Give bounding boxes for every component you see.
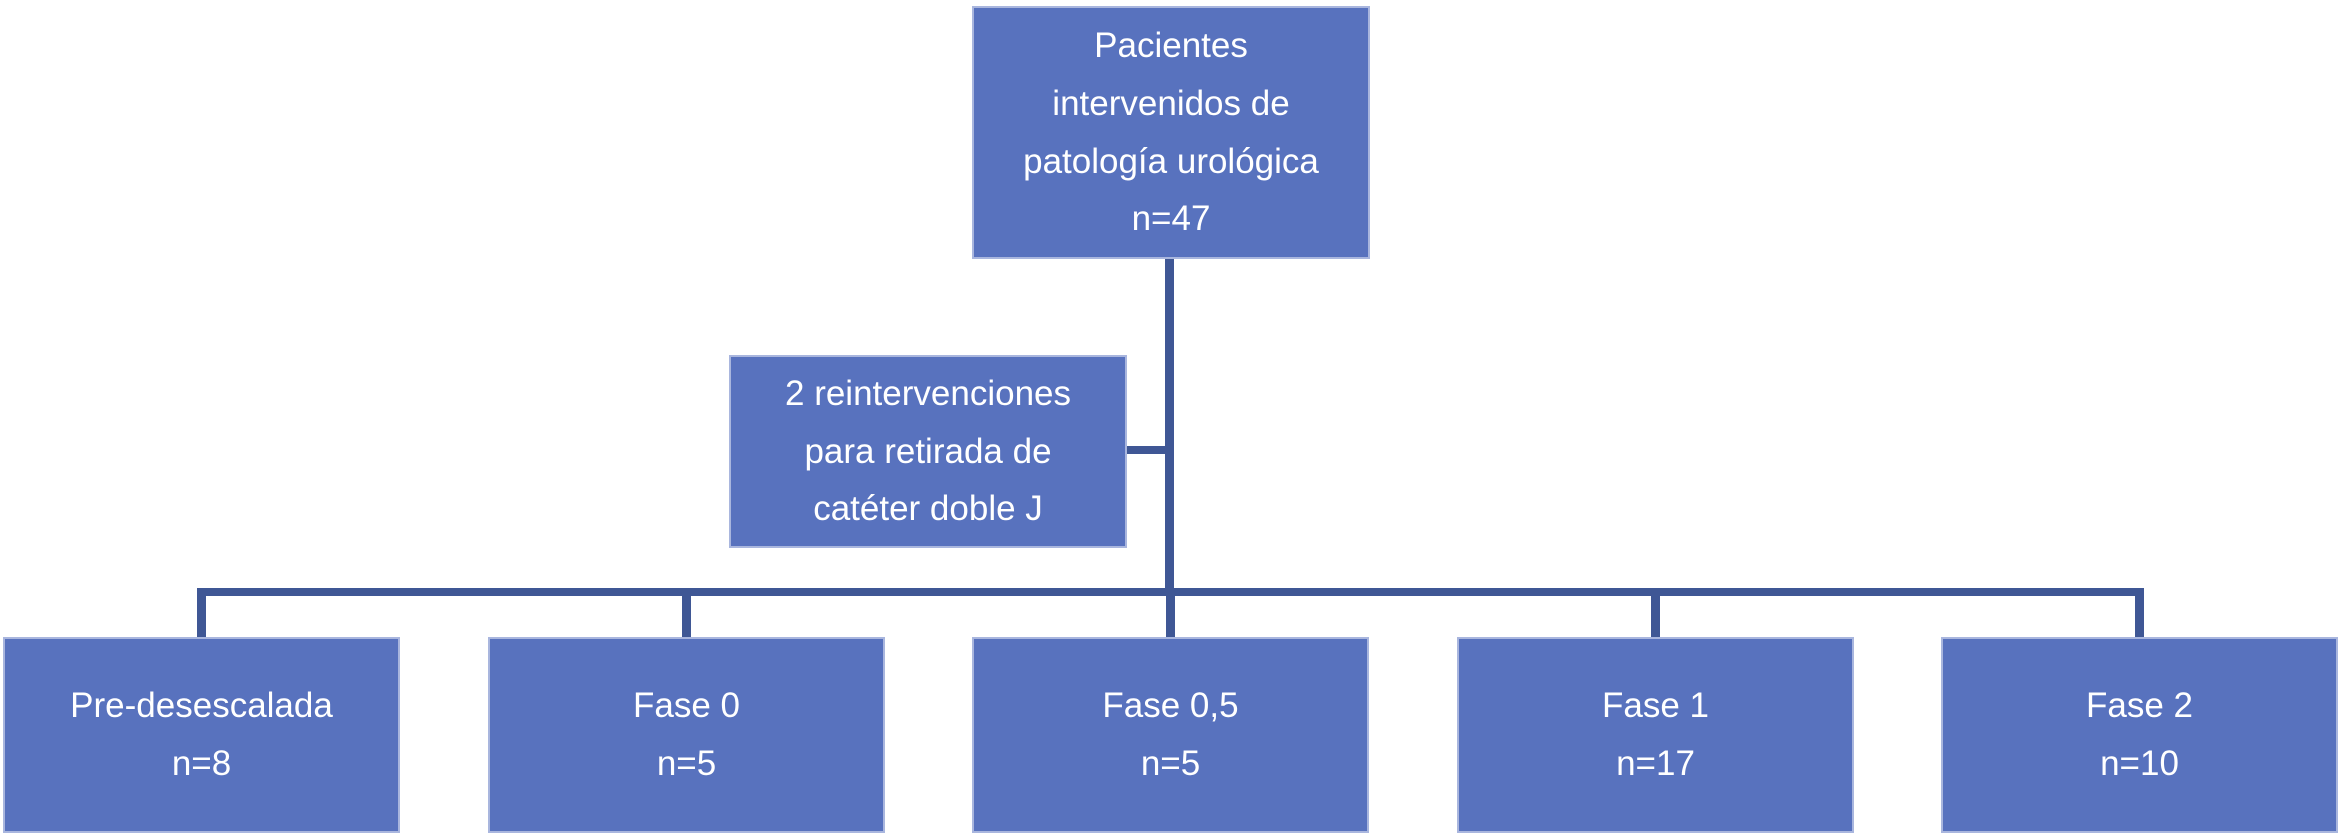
node-phase-fase-2: Fase 2 n=10 — [1941, 637, 2338, 833]
node-count: n=10 — [2100, 744, 2179, 783]
node-count: n=5 — [656, 744, 717, 783]
node-count: n=47 — [1131, 199, 1211, 239]
node-title: Fase 1 — [1602, 686, 1709, 726]
node-title: Fase 0 — [633, 686, 740, 726]
connector-drop — [2135, 588, 2144, 637]
node-count: n=17 — [1616, 744, 1695, 783]
node-count: n=5 — [1140, 744, 1201, 783]
connector-annotation-stub — [1127, 446, 1169, 454]
node-title: Fase 2 — [2086, 686, 2193, 726]
node-phase-fase-1: Fase 1 n=17 — [1457, 637, 1854, 833]
node-phase-fase-0-5: Fase 0,5 n=5 — [972, 637, 1369, 833]
node-title: Pre-desescalada — [70, 686, 333, 726]
node-title: 2 reintervenciones para retirada de caté… — [785, 373, 1071, 529]
node-phase-fase-0: Fase 0 n=5 — [488, 637, 885, 833]
node-title: Pacientes intervenidos de patología urol… — [1023, 26, 1319, 181]
node-annotation-reinterventions: 2 reintervenciones para retirada de caté… — [729, 355, 1127, 548]
node-count: n=8 — [171, 744, 232, 783]
connector-drop — [682, 588, 691, 637]
connector-drop — [197, 588, 206, 637]
connector-root-stem — [1165, 259, 1174, 596]
connector-drop — [1651, 588, 1660, 637]
node-root-patients: Pacientes intervenidos de patología urol… — [972, 6, 1370, 259]
node-title: Fase 0,5 — [1102, 686, 1239, 726]
connector-drop — [1166, 588, 1175, 637]
node-phase-pre-desescalada: Pre-desescalada n=8 — [3, 637, 400, 833]
